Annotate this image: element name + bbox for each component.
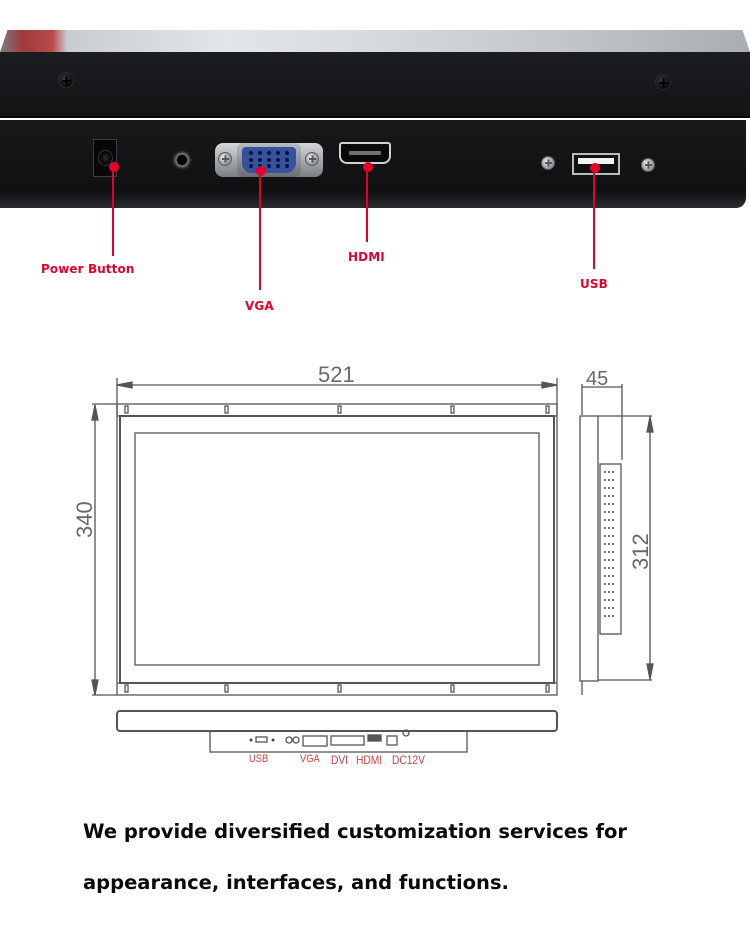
port-label-vga: VGA: [300, 753, 320, 765]
screw-icon: [655, 74, 671, 90]
dimension-width: 521: [318, 362, 355, 387]
callout-dot: [363, 162, 373, 172]
dc-jack-hole-icon: [98, 150, 113, 166]
callout-label-hdmi: HDMI: [348, 250, 385, 264]
dimension-drawing-svg: [91, 378, 654, 753]
vga-port: [215, 143, 323, 177]
callout-line-vga: [259, 170, 261, 290]
dimension-height: 340: [72, 501, 97, 538]
port-label-dc12v: DC12V: [392, 753, 425, 767]
callout-line-power: [112, 166, 114, 256]
vga-connector-shell: [237, 143, 301, 177]
vga-pin-face: [242, 147, 296, 173]
callout-label-power: Power Button: [41, 262, 135, 276]
callout-label-vga: VGA: [245, 299, 274, 313]
monitor-glass-edge: [0, 30, 750, 52]
screw-icon: [541, 156, 555, 170]
callout-dot: [256, 166, 266, 176]
dimension-side-height: 312: [628, 533, 653, 570]
callout-label-usb: USB: [580, 277, 608, 291]
dimension-drawing: 521 45 340 312 USB VGA DVI HDMI DC12V: [0, 340, 750, 790]
callout-dot: [109, 162, 119, 172]
screw-icon: [641, 158, 655, 172]
monitor-bezel-upper: [0, 52, 750, 118]
port-label-usb: USB: [249, 753, 269, 765]
monitor-rear-panel: [0, 120, 746, 208]
screw-icon: [218, 152, 232, 166]
product-photo-ports: Power Button VGA HDMI USB: [0, 0, 750, 330]
callout-line-hdmi: [366, 166, 368, 242]
usb-port: [572, 153, 620, 175]
port-label-dvi: DVI: [331, 753, 349, 767]
hdmi-port: [339, 142, 391, 164]
screw-icon: [305, 152, 319, 166]
caption-line-1: We provide diversified customization ser…: [83, 820, 627, 843]
callout-line-usb: [593, 167, 595, 269]
dimension-depth: 45: [586, 368, 609, 390]
callout-dot: [590, 163, 600, 173]
port-label-hdmi: HDMI: [356, 753, 383, 767]
caption-line-2: appearance, interfaces, and functions.: [83, 871, 509, 894]
audio-jack: [172, 150, 192, 170]
screw-icon: [58, 72, 74, 88]
